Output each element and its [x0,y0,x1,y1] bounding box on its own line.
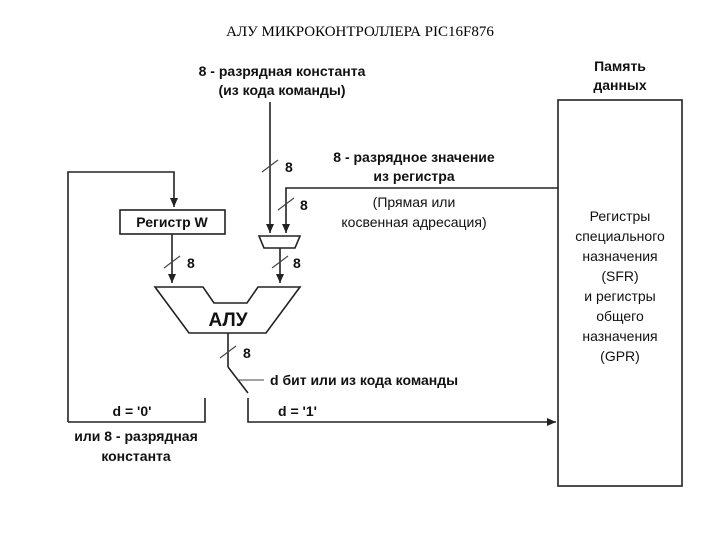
w-bus-width-slash [163,255,181,269]
diagram-title: АЛУ МИКРОКОНТРОЛЛЕРА PIC16F876 [226,24,494,40]
register-value-bus-width-slash [277,197,295,211]
alu-output-width-slash [219,345,237,359]
register-value-bus [282,187,558,233]
d0-output-bus [68,398,206,423]
data-memory-block [557,99,683,487]
memory-body-line-8: (GPR) [600,348,640,364]
mux-bus-width: 8 [293,255,301,271]
memory-body-line-1: Регистры [590,208,651,224]
constant-bus-width-slash [261,159,279,173]
feedback-label-line-1: или 8 - разрядная [74,428,198,444]
constant-label-line-2: (из кода команды) [219,82,346,98]
register-value-label-line-3: (Прямая или [373,194,456,210]
memory-title-line-1: Память [594,58,646,74]
memory-body-line-3: назначения [582,248,657,264]
input-multiplexer [257,235,302,249]
alu-block [153,286,302,334]
memory-body-line-5: и регистры [584,288,655,304]
memory-title-line-2: данных [593,77,647,93]
constant-label-line-1: 8 - разрядная константа [199,63,366,79]
alu-label: АЛУ [208,310,247,331]
register-value-label-line-1: 8 - разрядное значение [333,149,495,165]
memory-body-line-2: специального [575,228,665,244]
constant-bus-width: 8 [285,159,293,175]
memory-body-line-4: (SFR) [601,268,638,284]
register-w-block [119,209,226,235]
d-bit-label: d бит или из кода команды [270,372,458,388]
memory-body-line-6: общего [596,308,644,324]
mux-bus-width-slash [271,255,289,269]
feedback-label-line-2: константа [101,448,171,464]
d1-label: d = '1' [278,403,317,419]
memory-body-line-7: назначения [582,328,657,344]
d0-label: d = '0' [113,403,152,419]
d1-output-bus [247,398,556,426]
w-bus-width: 8 [187,255,195,271]
register-w-label: Регистр W [136,214,208,230]
register-value-label-line-4: косвенная адресация) [341,214,486,230]
feedback-to-w-bus [67,171,178,422]
register-value-bus-width: 8 [300,197,308,213]
register-value-label-line-2: из регистра [373,168,454,184]
alu-output-width: 8 [243,345,251,361]
